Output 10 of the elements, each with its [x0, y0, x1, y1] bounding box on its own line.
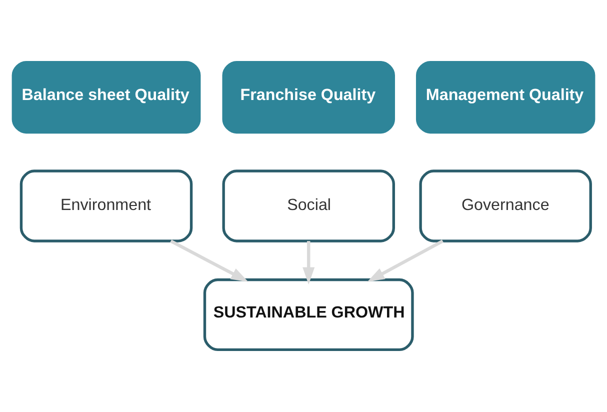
- node-box: Social: [222, 170, 395, 242]
- node-box: Franchise Quality: [222, 60, 395, 134]
- arrow: [367, 240, 444, 282]
- arrow: [302, 241, 315, 284]
- node-box: Environment: [20, 170, 193, 242]
- arrow: [170, 240, 248, 282]
- node-box: Balance sheet Quality: [12, 60, 201, 134]
- node-box: Management Quality: [416, 60, 596, 134]
- node-box: SUSTAINABLE GROWTH: [203, 278, 414, 352]
- node-box: Governance: [419, 170, 592, 242]
